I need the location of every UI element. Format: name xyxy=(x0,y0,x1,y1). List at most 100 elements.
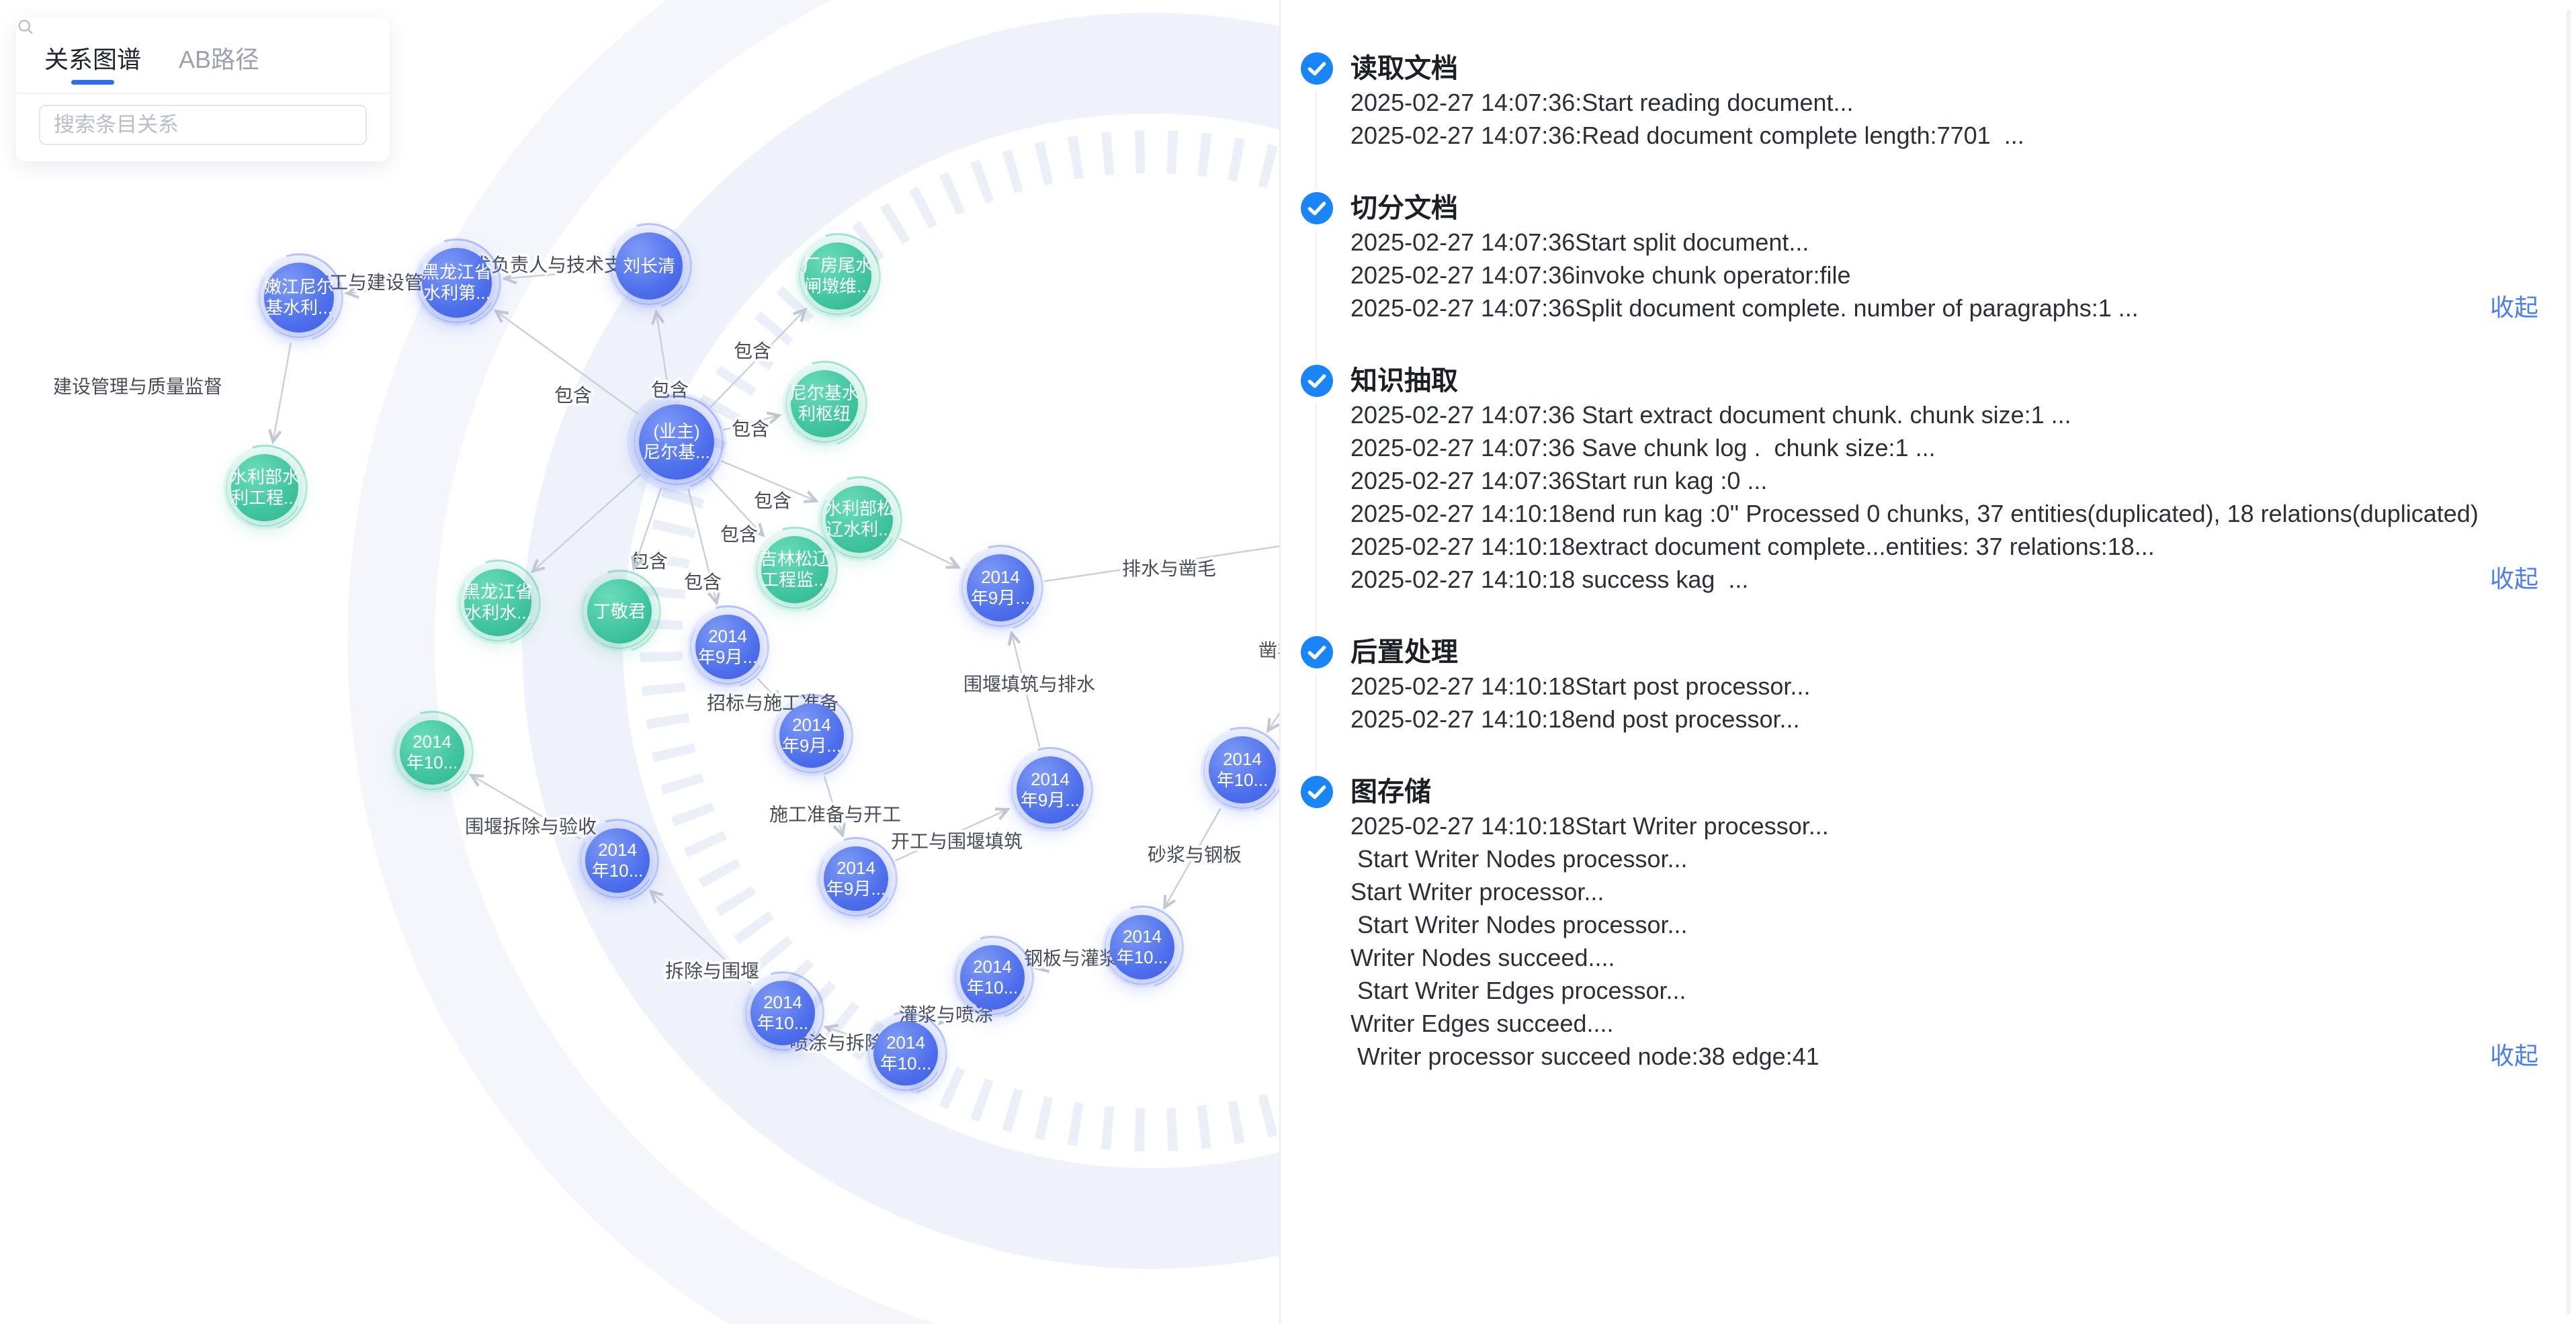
graph-node-label: 2014 xyxy=(981,567,1020,587)
graph-edge xyxy=(757,677,779,701)
step-log-line: Start Writer Edges processor... xyxy=(1350,977,1686,1004)
graph-edge xyxy=(941,1005,961,1022)
graph-node-label: 年10... xyxy=(1216,770,1269,790)
graph-node-label: 水利水... xyxy=(464,603,531,623)
graph-node-label: 利工程... xyxy=(231,488,298,508)
graph-node[interactable]: 水利部水利工程... xyxy=(230,454,300,521)
step-log-line: Start Writer processor... xyxy=(1350,878,1604,906)
graph-node[interactable]: 黑龙江省水利水... xyxy=(463,569,533,636)
graph-node[interactable]: 嫩江尼尔基水利... xyxy=(264,263,334,333)
step-title: 知识抽取 xyxy=(1350,366,1458,396)
edge-label: 包含 xyxy=(684,572,722,592)
scrollbar[interactable] xyxy=(2567,9,2571,1315)
graph-node-label: 丁敬君 xyxy=(593,601,646,621)
graph-node-label: 年10... xyxy=(757,1013,809,1033)
graph-node-label: 基水利... xyxy=(265,298,333,318)
graph-edge xyxy=(1165,807,1221,906)
graph-node[interactable]: 刘长清 xyxy=(615,232,683,300)
graph-edge xyxy=(534,474,642,570)
collapse-link[interactable]: 收起 xyxy=(2489,294,2538,321)
graph-edge xyxy=(894,810,1006,862)
step-log-line: 2025-02-27 14:10:18end post processor... xyxy=(1350,705,1800,733)
graph-edge xyxy=(1039,955,1101,968)
search-input[interactable] xyxy=(52,112,353,138)
edge-label: 拆除与围堰 xyxy=(665,961,759,981)
graph-node-label: 2014 xyxy=(792,715,831,735)
step-log-line: 2025-02-27 14:07:36 Save chunk log . chu… xyxy=(1350,434,1936,461)
graph-edge xyxy=(823,776,842,834)
tab-relation-graph[interactable]: 关系图谱 xyxy=(44,40,141,93)
collapse-link[interactable]: 收起 xyxy=(2489,565,2538,592)
step-log-line: 2025-02-27 14:07:36:Start reading docume… xyxy=(1350,89,1854,116)
step-check-icon xyxy=(1301,192,1333,224)
edge-label: 施工准备与开工 xyxy=(769,804,901,825)
step-log-line: 2025-02-27 14:10:18Start post processor.… xyxy=(1350,672,1811,700)
graph-node-label: 刘长清 xyxy=(622,255,675,276)
graph-node[interactable]: 丁敬君 xyxy=(587,579,652,644)
edge-label: 包含 xyxy=(754,490,791,511)
graph-edge xyxy=(273,342,292,440)
graph-node-label: 年10... xyxy=(1116,947,1168,967)
graph-node-label: 工程监... xyxy=(761,570,828,590)
card-divider xyxy=(16,93,390,94)
pipeline-log-panel: 读取文档 2025-02-27 14:07:36:Start reading do… xyxy=(1279,0,2576,1324)
graph-node-label: 厂房尾水 xyxy=(803,255,873,275)
step-log-line: 2025-02-27 14:07:36invoke chunk operator… xyxy=(1350,261,1851,289)
graph-node-label: 黑龙江省 xyxy=(422,262,492,282)
edge-label: 围堰填筑与排水 xyxy=(963,674,1095,695)
step-log-line: 2025-02-27 14:10:18Start Writer processo… xyxy=(1350,812,1829,840)
graph-edge xyxy=(710,311,804,408)
collapse-link[interactable]: 收起 xyxy=(2489,1042,2538,1069)
graph-node[interactable]: 吉林松辽工程监... xyxy=(760,536,830,603)
graph-node-label: 水利第... xyxy=(423,283,490,303)
graph-edge xyxy=(472,776,581,840)
edge-label: 开工与围堰填筑 xyxy=(891,831,1023,852)
step-log-line: 2025-02-27 14:07:36:Read document comple… xyxy=(1350,122,2024,149)
pipeline-steps: 读取文档 2025-02-27 14:07:36:Start reading do… xyxy=(1301,51,2576,1073)
graph-node[interactable]: 水利部松辽水利... xyxy=(824,486,894,553)
graph-edge xyxy=(828,1028,865,1041)
graph-node-label: 年10... xyxy=(406,752,458,773)
step-check-icon xyxy=(1301,52,1333,85)
graph-node-label: 辽水利... xyxy=(826,519,893,539)
graph-node-label: 黑龙江省 xyxy=(463,582,533,602)
graph-node-label: 年9月... xyxy=(1020,790,1080,810)
step-log-line: 2025-02-27 14:10:18end run kag :0'' Proc… xyxy=(1350,500,2479,527)
graph-node-label: 2014 xyxy=(763,992,802,1012)
graph-node-label: 年9月... xyxy=(781,736,842,756)
graph-node-label: (业主) xyxy=(653,421,700,441)
tab-ab-path[interactable]: AB路径 xyxy=(179,46,260,73)
graph-node[interactable]: (业主)尼尔基... xyxy=(639,404,714,480)
graph-node[interactable]: 厂房尾水闸墩维... xyxy=(803,242,873,310)
step-title: 图存储 xyxy=(1350,777,1431,807)
step-title: 读取文档 xyxy=(1350,54,1458,83)
graph-edge xyxy=(898,537,957,567)
graph-node-label: 吉林松辽 xyxy=(760,549,830,569)
graph-edge xyxy=(723,416,778,431)
graph-node[interactable]: 尼尔基水利枢纽 xyxy=(789,370,859,437)
graph-node-label: 年10... xyxy=(591,860,644,881)
step-log-line: 2025-02-27 14:07:36 Start extract docume… xyxy=(1350,401,2071,429)
graph-node[interactable]: 黑龙江省水利第... xyxy=(422,248,492,318)
step-log-line: Start Writer Nodes processor... xyxy=(1350,911,1688,938)
graph-edge xyxy=(652,892,752,985)
graph-node-label: 年9月... xyxy=(826,879,886,899)
graph-edge xyxy=(720,459,814,500)
graph-node-label: 嫩江尼尔 xyxy=(264,277,335,297)
pipeline-step: 图存储 2025-02-27 14:10:18Start Writer proce… xyxy=(1301,775,2576,1073)
search-box[interactable] xyxy=(18,19,367,145)
